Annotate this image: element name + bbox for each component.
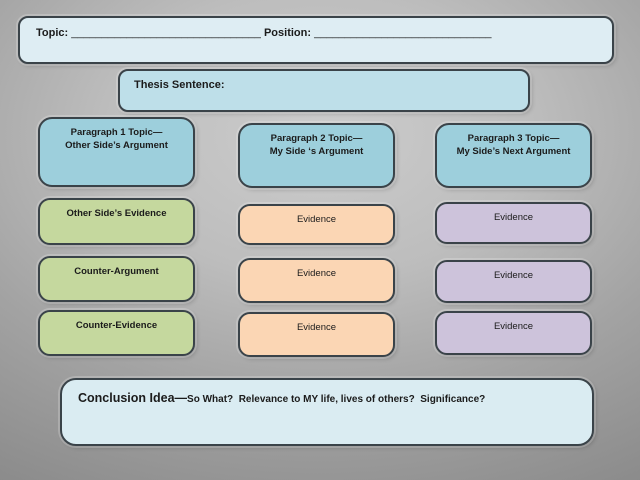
my-side-evidence-box-2: Evidence <box>238 258 395 303</box>
paragraph-2-header-line2: My Side ‘s Argument <box>269 145 364 157</box>
evidence-label: Evidence <box>296 268 337 279</box>
counter-evidence-box: Counter-Evidence <box>38 310 195 356</box>
evidence-label: Evidence <box>493 270 534 281</box>
topic-position-box: Topic: _______________________________ P… <box>18 16 614 64</box>
conclusion-text: So What? Relevance to MY life, lives of … <box>187 394 486 405</box>
paragraph-3-header-line1: Paragraph 3 Topic— <box>467 133 560 144</box>
evidence-label: Evidence <box>296 214 337 225</box>
paragraph-1-topic-box: Paragraph 1 Topic— Other Side’s Argument <box>38 117 195 187</box>
paragraph-2-topic-box: Paragraph 2 Topic— My Side ‘s Argument <box>238 123 395 188</box>
topic-label: Topic: <box>36 27 69 39</box>
position-label: Position: <box>263 27 312 39</box>
other-sides-evidence-label: Other Side’s Evidence <box>66 208 167 219</box>
next-argument-evidence-box-3: Evidence <box>435 311 592 355</box>
conclusion-title: Conclusion Idea— <box>78 391 188 405</box>
my-side-evidence-box-3: Evidence <box>238 312 395 357</box>
counter-argument-label: Counter-Argument <box>74 266 159 277</box>
thesis-sentence-box: Thesis Sentence: <box>118 69 530 112</box>
counter-evidence-label: Counter-Evidence <box>75 320 158 331</box>
evidence-label: Evidence <box>493 212 534 223</box>
position-blank-line: _____________________________ <box>314 27 492 39</box>
counter-argument-box: Counter-Argument <box>38 256 195 302</box>
evidence-label: Evidence <box>296 322 337 333</box>
next-argument-evidence-box-1: Evidence <box>435 202 592 244</box>
paragraph-3-header-line2: My Side’s Next Argument <box>456 145 571 157</box>
my-side-evidence-box-1: Evidence <box>238 204 395 245</box>
conclusion-idea-box: Conclusion Idea—So What? Relevance to MY… <box>60 378 594 446</box>
thesis-label: Thesis Sentence: <box>134 79 225 91</box>
paragraph-3-topic-box: Paragraph 3 Topic— My Side’s Next Argume… <box>435 123 592 188</box>
topic-blank-line: _______________________________ <box>71 27 261 39</box>
paragraph-2-header-line1: Paragraph 2 Topic— <box>270 133 363 144</box>
paragraph-1-header-line1: Paragraph 1 Topic— <box>70 127 163 138</box>
paragraph-1-header-line2: Other Side’s Argument <box>65 139 168 151</box>
other-sides-evidence-box: Other Side’s Evidence <box>38 198 195 245</box>
next-argument-evidence-box-2: Evidence <box>435 260 592 303</box>
evidence-label: Evidence <box>493 321 534 332</box>
